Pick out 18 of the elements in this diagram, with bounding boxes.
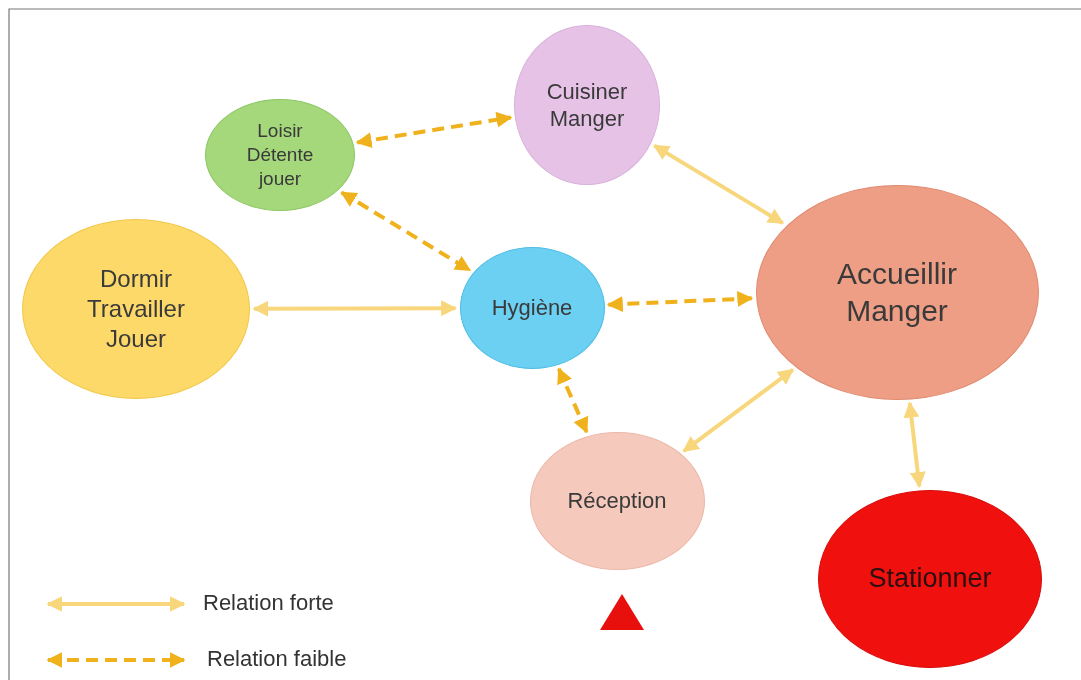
node-label: Stationner [868, 562, 992, 596]
arrow [606, 291, 754, 312]
arrow [682, 368, 795, 453]
arrow [557, 367, 589, 434]
arrow [252, 300, 458, 317]
legend-label: Relation forte [203, 590, 334, 616]
entrance-triangle [600, 594, 644, 630]
node-label: Accueillir Manger [836, 255, 958, 329]
node-label: Hygiène [491, 294, 573, 322]
arrow [355, 111, 513, 148]
node-label: Loisir Détente jouer [245, 119, 315, 191]
arrow [653, 143, 785, 225]
node-label: Cuisiner Manger [545, 77, 629, 133]
arrow [903, 401, 926, 488]
node-label: Dormir Travailler Jouer [86, 264, 186, 354]
arrow [340, 190, 472, 272]
legend-label: Relation faible [207, 646, 347, 672]
node-label: Réception [567, 487, 667, 515]
